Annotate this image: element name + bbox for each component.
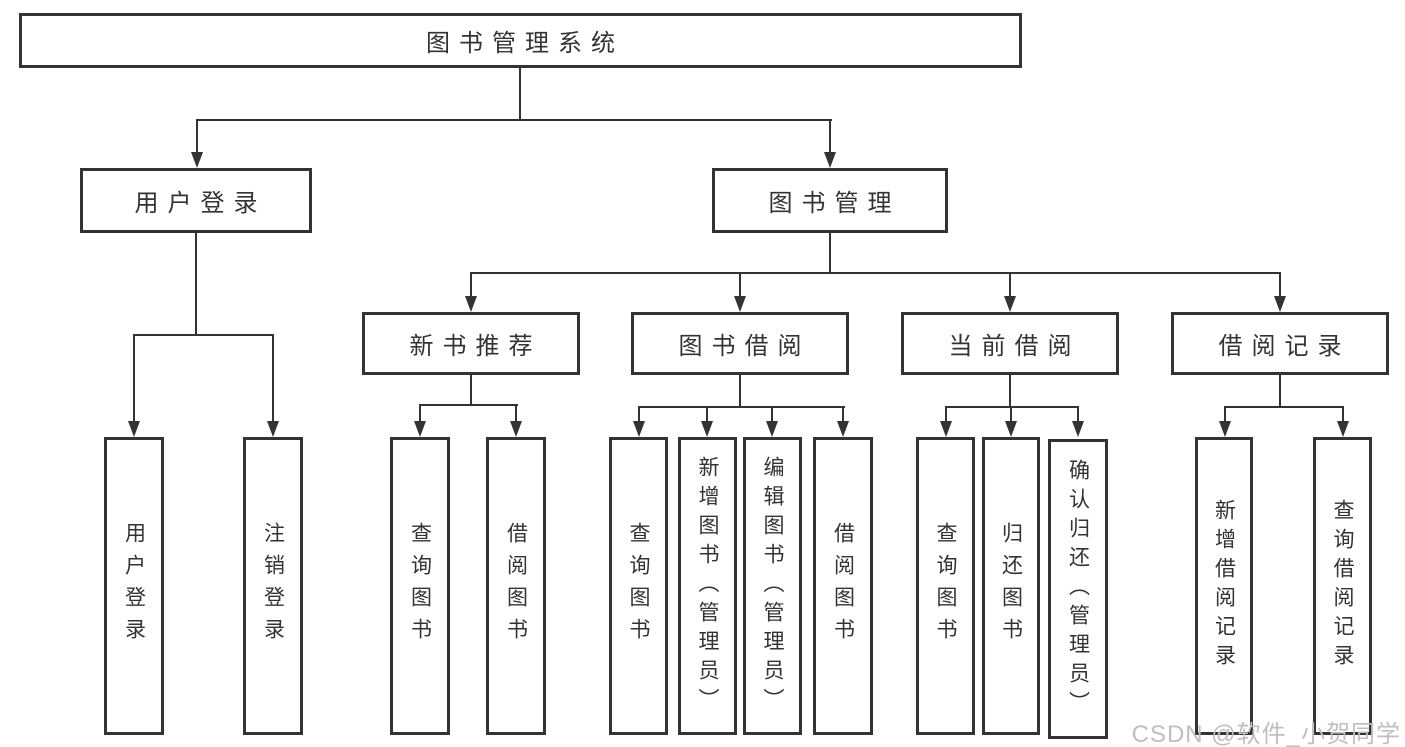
connector-line (470, 272, 472, 298)
connector-line (133, 334, 274, 336)
connector-line (638, 406, 640, 423)
arrow-down-icon (940, 421, 952, 437)
connector-line (829, 119, 831, 153)
connector-line (419, 404, 518, 406)
node-book-management-label: 图书管理 (768, 190, 901, 217)
leaf-confirm-return-admin-label: 确认归还（管理员） (1066, 458, 1090, 720)
leaf-user-login-label: 用户登录 (122, 522, 146, 650)
arrow-down-icon (1004, 296, 1016, 312)
arrow-down-icon (128, 421, 140, 437)
arrow-down-icon (191, 152, 203, 168)
connector-line (470, 272, 1281, 274)
arrow-down-icon (701, 421, 713, 437)
node-user-login: 用户登录 (80, 168, 312, 233)
connector-line (1009, 272, 1011, 298)
arrow-down-icon (465, 296, 477, 312)
connector-line (1010, 406, 1012, 423)
connector-line (196, 119, 198, 153)
arrow-down-icon (414, 421, 426, 437)
arrow-down-icon (1219, 421, 1231, 437)
arrow-down-icon (1005, 421, 1017, 437)
node-user-login-label: 用户登录 (134, 190, 267, 217)
connector-line (842, 406, 844, 423)
connector-line (1009, 375, 1011, 408)
connector-line (133, 334, 135, 422)
leaf-borrow-books-recommend-label: 借阅图书 (504, 522, 528, 650)
node-root-label: 图书管理系统 (426, 30, 624, 57)
arrow-down-icon (267, 421, 279, 437)
arrow-down-icon (1337, 421, 1349, 437)
leaf-confirm-return-admin: 确认归还（管理员） (1048, 439, 1108, 739)
connector-line (638, 406, 845, 408)
arrow-down-icon (837, 421, 849, 437)
connector-line (771, 406, 773, 423)
leaf-return-books-label: 归还图书 (999, 522, 1023, 650)
connector-line (515, 404, 517, 423)
leaf-edit-books-admin: 编辑图书（管理员） (743, 437, 802, 735)
connector-line (195, 233, 197, 336)
arrow-down-icon (510, 421, 522, 437)
connector-line (945, 406, 1079, 408)
connector-line (739, 272, 741, 298)
connector-line (739, 375, 741, 408)
node-root: 图书管理系统 (19, 13, 1022, 68)
node-current-borrowing: 当前借阅 (901, 312, 1119, 375)
leaf-query-books-current: 查询图书 (916, 437, 975, 735)
leaf-add-books-admin-label: 新增图书（管理员） (696, 455, 719, 717)
leaf-query-borrow-record: 查询借阅记录 (1313, 437, 1372, 735)
node-new-book-recommend-label: 新书推荐 (409, 333, 542, 360)
connector-line (1077, 406, 1079, 423)
connector-line (519, 67, 521, 121)
node-borrowing-records-label: 借阅记录 (1218, 333, 1351, 360)
connector-line (1279, 272, 1281, 298)
leaf-user-login: 用户登录 (104, 437, 164, 735)
leaf-edit-books-admin-label: 编辑图书（管理员） (761, 455, 784, 717)
leaf-add-books-admin: 新增图书（管理员） (678, 437, 737, 735)
leaf-logout-label: 注销登录 (261, 522, 285, 650)
connector-line (470, 375, 472, 406)
connector-line (706, 406, 708, 423)
leaf-logout: 注销登录 (243, 437, 303, 735)
arrow-down-icon (633, 421, 645, 437)
leaf-query-borrow-record-label: 查询借阅记录 (1331, 499, 1354, 673)
connector-line (1224, 406, 1226, 423)
watermark: CSDN @软件_小贺同学 (1131, 721, 1401, 747)
connector-line (945, 406, 947, 423)
leaf-query-books-recommend: 查询图书 (390, 437, 450, 735)
connector-line (419, 404, 421, 423)
connector-line (196, 119, 832, 121)
connector-line (829, 233, 831, 274)
arrow-down-icon (734, 296, 746, 312)
node-book-management: 图书管理 (712, 168, 948, 233)
arrow-down-icon (766, 421, 778, 437)
leaf-borrow-books: 借阅图书 (813, 437, 873, 735)
leaf-borrow-books-recommend: 借阅图书 (486, 437, 546, 735)
leaf-add-borrow-record-label: 新增借阅记录 (1212, 499, 1236, 673)
arrow-down-icon (824, 152, 836, 168)
node-book-borrowing-label: 图书借阅 (678, 333, 811, 360)
connector-line (1224, 406, 1344, 408)
leaf-query-books-recommend-label: 查询图书 (408, 522, 432, 650)
node-borrowing-records: 借阅记录 (1171, 312, 1389, 375)
leaf-return-books: 归还图书 (982, 437, 1040, 735)
node-current-borrowing-label: 当前借阅 (948, 333, 1081, 360)
leaf-query-books-borrowing-label: 查询图书 (627, 522, 650, 650)
leaf-query-books-current-label: 查询图书 (934, 522, 957, 650)
arrow-down-icon (1274, 296, 1286, 312)
node-book-borrowing: 图书借阅 (631, 312, 849, 375)
node-new-book-recommend: 新书推荐 (362, 312, 580, 375)
leaf-add-borrow-record: 新增借阅记录 (1195, 437, 1253, 735)
connector-line (1279, 375, 1281, 408)
connector-line (1342, 406, 1344, 423)
connector-line (272, 334, 274, 422)
arrow-down-icon (1072, 421, 1084, 437)
leaf-query-books-borrowing: 查询图书 (609, 437, 668, 735)
leaf-borrow-books-label: 借阅图书 (831, 522, 855, 650)
